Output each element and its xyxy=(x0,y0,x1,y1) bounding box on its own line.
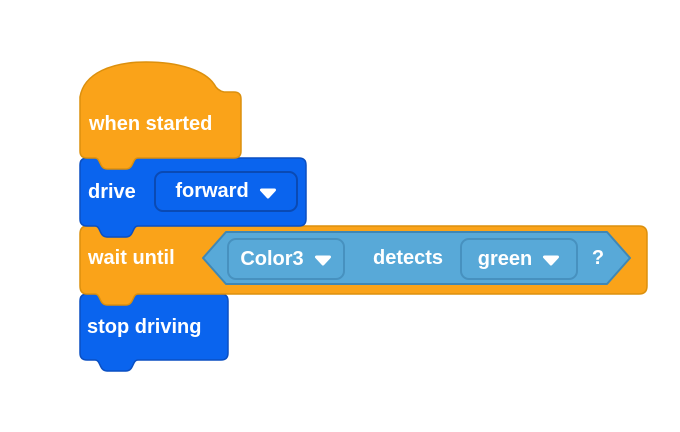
when-started-block[interactable] xyxy=(79,61,242,170)
color-sensor-dropdown[interactable]: Color3 xyxy=(227,238,345,280)
stop-driving-label: stop driving xyxy=(87,316,202,338)
drive-label: drive xyxy=(88,181,136,203)
when-started-label: when started xyxy=(89,113,213,135)
dropdown-caret-icon xyxy=(542,255,560,266)
drive-direction-dropdown[interactable]: forward xyxy=(154,171,298,212)
dropdown-caret-icon xyxy=(314,255,332,266)
detected-color-dropdown[interactable]: green xyxy=(460,238,578,280)
drive-direction-value: forward xyxy=(175,180,249,202)
detected-color-value: green xyxy=(477,247,533,270)
detects-label: detects xyxy=(373,247,444,269)
dropdown-caret-icon xyxy=(259,188,277,199)
color-sensor-value: Color3 xyxy=(240,247,304,270)
question-mark-label: ? xyxy=(591,247,605,269)
wait-until-label: wait until xyxy=(88,247,175,269)
